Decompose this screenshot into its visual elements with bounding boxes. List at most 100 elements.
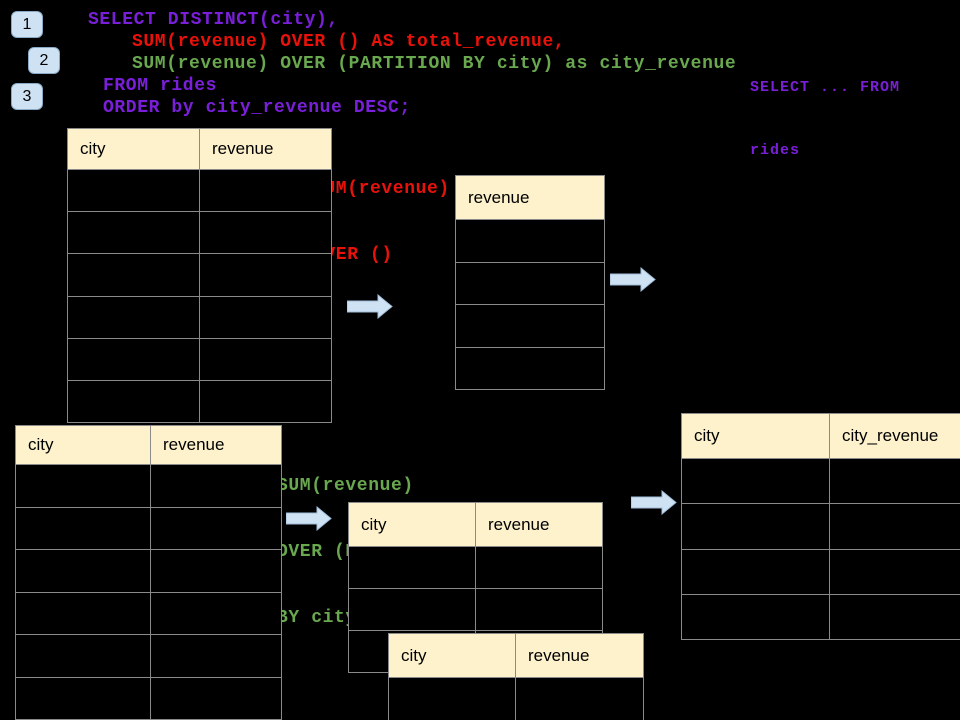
table-row — [681, 503, 960, 550]
annotation-line: SUM(revenue) — [313, 179, 450, 199]
empty-cell — [681, 457, 830, 505]
empty-cell — [475, 588, 603, 631]
empty-cell — [67, 295, 200, 339]
empty-cell — [15, 591, 151, 635]
column-header-revenue: revenue — [455, 175, 605, 220]
column-header-revenue: revenue — [199, 128, 332, 170]
table-row — [681, 548, 960, 595]
column-header-city_revenue: city_revenue — [829, 413, 960, 459]
side-note-select-from-rides: SELECT ... FROM rides — [750, 35, 900, 203]
empty-cell — [67, 168, 200, 213]
table-row — [67, 168, 332, 213]
column-header-city: city — [348, 502, 476, 547]
empty-cell — [455, 346, 605, 390]
empty-cell — [455, 304, 605, 348]
table-row — [455, 346, 605, 390]
empty-cell — [150, 591, 282, 635]
column-header-city: city — [67, 128, 200, 170]
table-row — [15, 676, 282, 720]
table-row — [67, 211, 332, 255]
flow-arrow-right-icon — [286, 506, 332, 531]
side-note-line: SELECT ... FROM — [750, 79, 901, 96]
column-header-city: city — [15, 425, 151, 465]
empty-cell — [829, 548, 960, 595]
empty-cell — [15, 506, 151, 550]
empty-cell — [829, 503, 960, 550]
sql-line-from: FROM rides — [103, 76, 218, 96]
empty-cell — [829, 457, 960, 505]
table-row — [67, 337, 332, 381]
flow-arrow-right-icon — [347, 294, 393, 319]
empty-cell — [681, 548, 830, 595]
empty-cell — [199, 337, 332, 381]
table-row — [67, 379, 332, 424]
empty-cell — [475, 546, 603, 589]
empty-cell — [67, 337, 200, 381]
sql-line-select: SELECT DISTINCT(city), — [88, 10, 339, 30]
table-row — [15, 464, 282, 508]
table-row — [15, 634, 282, 678]
flow-arrow-right-icon — [631, 490, 677, 515]
table-row — [67, 253, 332, 297]
step-badge-3: 3 — [11, 83, 43, 110]
table-row — [15, 506, 282, 550]
table-row — [348, 588, 603, 631]
column-header-city: city — [388, 633, 516, 678]
annotation-total-revenue: SUM(revenue) OVER () — [313, 134, 450, 310]
table-row — [15, 591, 282, 635]
empty-cell — [455, 261, 605, 305]
empty-cell — [199, 295, 332, 339]
empty-cell — [150, 634, 282, 678]
table-row — [388, 677, 644, 720]
sql-line-total-revenue: SUM(revenue) OVER () AS total_revenue, — [132, 32, 566, 52]
empty-cell — [67, 211, 200, 255]
table-row — [15, 549, 282, 593]
empty-cell — [150, 676, 282, 720]
table-row — [455, 261, 605, 305]
sql-line-city-revenue: SUM(revenue) OVER (PARTITION BY city) as… — [132, 54, 737, 74]
empty-cell — [199, 253, 332, 297]
empty-cell — [681, 593, 830, 641]
empty-cell — [15, 634, 151, 678]
table-row — [455, 219, 605, 263]
empty-cell — [388, 677, 516, 720]
empty-cell — [515, 677, 644, 720]
column-header-revenue: revenue — [150, 425, 282, 465]
table-row — [455, 304, 605, 348]
empty-cell — [829, 593, 960, 641]
sql-line-order-by: ORDER by city_revenue DESC; — [103, 98, 411, 118]
annotation-line: SUM(revenue) — [277, 476, 414, 496]
table-row — [348, 546, 603, 589]
column-header-city: city — [681, 413, 830, 459]
table-total-revenue-result: revenue — [455, 175, 605, 390]
annotation-line: OVER () — [313, 245, 393, 265]
empty-cell — [348, 546, 476, 589]
flow-arrow-right-icon — [610, 267, 656, 292]
step-badge-1: 1 — [11, 11, 43, 38]
empty-cell — [681, 503, 830, 550]
empty-cell — [15, 464, 151, 508]
empty-cell — [150, 549, 282, 593]
empty-cell — [67, 379, 200, 424]
step-badge-2: 2 — [28, 47, 60, 74]
empty-cell — [199, 168, 332, 213]
empty-cell — [455, 219, 605, 263]
column-header-revenue: revenue — [515, 633, 644, 678]
empty-cell — [199, 379, 332, 424]
empty-cell — [199, 211, 332, 255]
empty-cell — [15, 549, 151, 593]
empty-cell — [15, 676, 151, 720]
table-row — [681, 457, 960, 505]
table-row — [681, 593, 960, 641]
side-note-line: rides — [750, 142, 801, 159]
empty-cell — [150, 506, 282, 550]
empty-cell — [348, 588, 476, 631]
empty-cell — [67, 253, 200, 297]
column-header-revenue: revenue — [475, 502, 603, 547]
empty-cell — [150, 464, 282, 508]
